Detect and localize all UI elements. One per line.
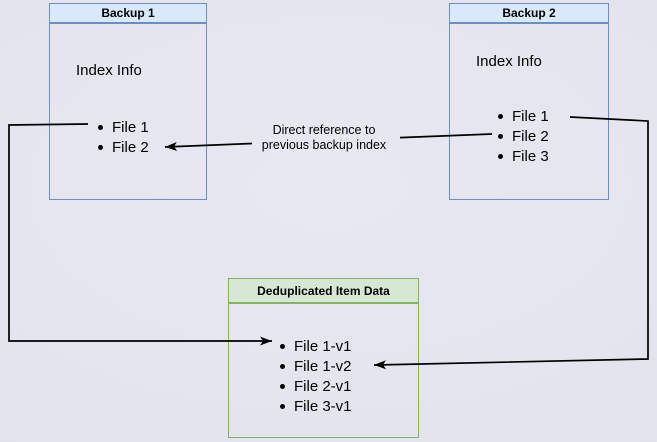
- file-item: File 1: [98, 117, 149, 137]
- file-item-label: File 3: [512, 147, 549, 165]
- backup2-file-list: File 1 File 2 File 3: [498, 106, 549, 166]
- file-item-label: File 1-v2: [294, 357, 352, 375]
- file-item: File 1-v2: [280, 356, 352, 376]
- file-item-label: File 2: [512, 127, 549, 145]
- file-item-label: File 3-v1: [294, 397, 352, 415]
- backup1-box: Backup 1 Index Info File 1 File 2: [49, 3, 207, 200]
- file-item: File 3-v1: [280, 396, 352, 416]
- file-item: File 2: [98, 137, 149, 157]
- file-item-label: File 1: [112, 118, 149, 136]
- backup1-index-info-label: Index Info: [76, 62, 142, 79]
- file-item-label: File 2: [112, 138, 149, 156]
- bullet-icon: [280, 363, 285, 369]
- file-item: File 3: [498, 146, 549, 166]
- file-item: File 1-v1: [280, 336, 352, 356]
- edge-label-line1: Direct reference to: [272, 123, 376, 137]
- bullet-icon: [498, 133, 503, 139]
- bullet-icon: [280, 403, 285, 409]
- bullet-icon: [280, 343, 285, 349]
- file-item: File 2-v1: [280, 376, 352, 396]
- file-item: File 2: [498, 126, 549, 146]
- backup1-header: Backup 1: [50, 4, 206, 24]
- bullet-icon: [98, 124, 103, 130]
- bullet-icon: [280, 383, 285, 389]
- file-item-label: File 1: [512, 107, 549, 125]
- backup1-file-list: File 1 File 2: [98, 117, 149, 157]
- bullet-icon: [498, 113, 503, 119]
- backup2-box: Backup 2 Index Info File 1 File 2 File 3: [449, 3, 609, 200]
- edge-label-direct-reference: Direct reference to previous backup inde…: [234, 123, 414, 153]
- backup2-header: Backup 2: [450, 4, 608, 24]
- edge-label-line2: previous backup index: [261, 138, 387, 152]
- file-item-label: File 1-v1: [294, 337, 352, 355]
- backup2-index-info-label: Index Info: [476, 53, 542, 70]
- dedup-header: Deduplicated Item Data: [229, 279, 418, 304]
- dedup-box: Deduplicated Item Data File 1-v1 File 1-…: [228, 278, 419, 438]
- backup2-title: Backup 2: [502, 6, 556, 20]
- dedup-title: Deduplicated Item Data: [257, 283, 390, 298]
- bullet-icon: [498, 153, 503, 159]
- file-item: File 1: [498, 106, 549, 126]
- file-item-label: File 2-v1: [294, 377, 352, 395]
- bullet-icon: [98, 144, 103, 150]
- dedup-file-list: File 1-v1 File 1-v2 File 2-v1 File 3-v1: [280, 336, 352, 416]
- backup1-title: Backup 1: [101, 6, 155, 20]
